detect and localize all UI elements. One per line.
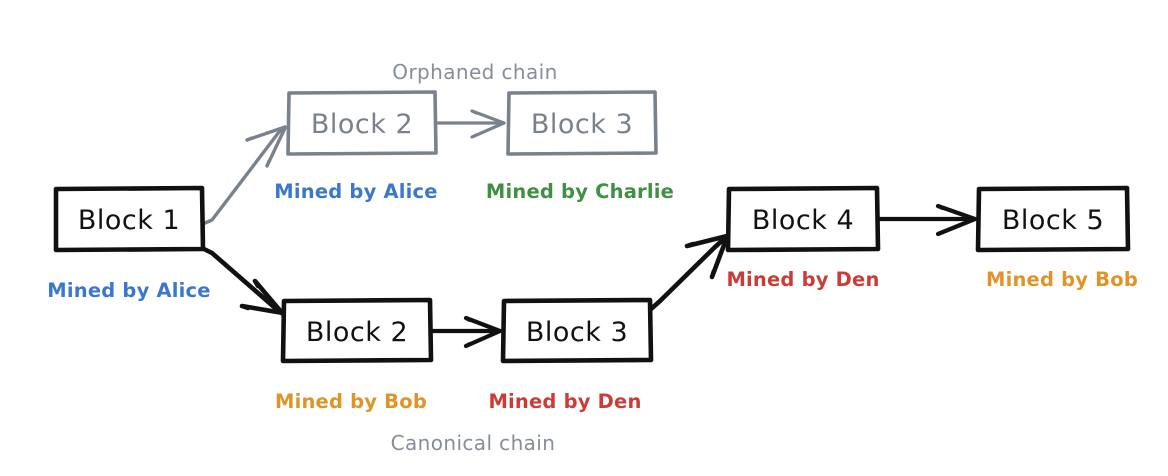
orphan-block-2[interactable]: Block 2 bbox=[286, 90, 438, 156]
orphan-block-2-miner-label: Mined by Alice bbox=[274, 180, 437, 203]
canonical-block-5[interactable]: Block 5 bbox=[975, 185, 1131, 253]
canonical-block-2[interactable]: Block 2 bbox=[280, 297, 434, 364]
arrow-canonical-block2-to-block3 bbox=[429, 315, 503, 349]
block-1-label: Block 1 bbox=[78, 205, 180, 236]
canonical-block-3-miner-label: Mined by Den bbox=[488, 390, 641, 413]
canonical-block-4-label: Block 4 bbox=[752, 205, 854, 236]
canonical-block-4-miner-label: Mined by Den bbox=[726, 268, 879, 291]
canonical-block-2-miner-label: Mined by Bob bbox=[275, 390, 427, 413]
orphan-block-3-miner-label: Mined by Charlie bbox=[486, 180, 674, 203]
arrow-orphan-block2-to-orphan-block3 bbox=[435, 109, 506, 139]
orphan-block-3[interactable]: Block 3 bbox=[506, 90, 658, 156]
canonical-block-3[interactable]: Block 3 bbox=[500, 297, 654, 364]
orphaned-chain-label: Orphaned chain bbox=[392, 60, 557, 84]
block-1-miner-label: Mined by Alice bbox=[47, 279, 210, 302]
canonical-block-5-label: Block 5 bbox=[1002, 205, 1104, 236]
orphan-block-2-label: Block 2 bbox=[311, 109, 413, 140]
canonical-block-5-miner-label: Mined by Bob bbox=[986, 268, 1138, 291]
arrow-block1-to-canonical-block2 bbox=[201, 246, 286, 317]
block-1[interactable]: Block 1 bbox=[53, 185, 206, 253]
orphan-block-3-label: Block 3 bbox=[531, 109, 633, 140]
arrow-canonical-block3-to-block4 bbox=[648, 233, 730, 312]
canonical-chain-label: Canonical chain bbox=[391, 431, 556, 455]
arrow-canonical-block4-to-block5 bbox=[876, 203, 978, 237]
canonical-block-3-label: Block 3 bbox=[526, 317, 628, 348]
arrow-block1-to-orphan-block2 bbox=[203, 125, 287, 225]
canonical-block-4[interactable]: Block 4 bbox=[725, 185, 881, 253]
canonical-block-2-label: Block 2 bbox=[306, 317, 408, 348]
